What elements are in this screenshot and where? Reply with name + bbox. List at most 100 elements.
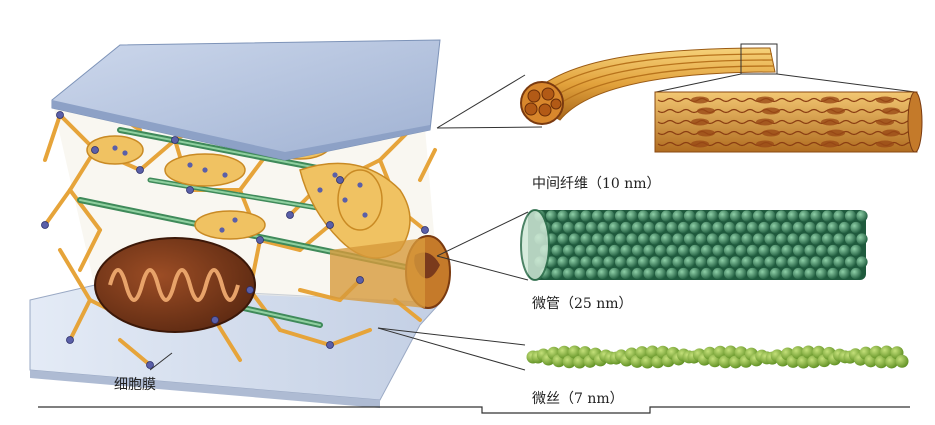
tubulin-bead xyxy=(838,267,851,280)
tubulin-bead xyxy=(660,256,673,268)
label-microtubule: 微管（25 nm） xyxy=(532,296,633,312)
tubulin-bead xyxy=(626,210,638,222)
linker-node xyxy=(421,226,429,234)
actin-bead xyxy=(895,354,909,368)
tubulin-bead xyxy=(626,256,638,268)
tubulin-bead xyxy=(838,244,851,257)
tubulin-bead xyxy=(672,233,684,245)
tubulin-bead xyxy=(741,256,753,268)
tubulin-bead xyxy=(585,267,598,280)
tubulin-bead xyxy=(746,221,759,234)
tubulin-bead xyxy=(672,210,684,222)
tubulin-bead xyxy=(792,267,805,280)
bundle-twist xyxy=(762,107,780,115)
tubulin-bead xyxy=(746,244,759,257)
tubulin-bead xyxy=(764,210,776,222)
actin-bead xyxy=(880,345,894,359)
tubulin-bead xyxy=(752,256,765,268)
tubulin-bead xyxy=(562,221,575,234)
tubulin-bead xyxy=(827,267,839,280)
tubulin-bead xyxy=(758,267,770,280)
tubulin-bead xyxy=(551,221,563,234)
tubulin-bead xyxy=(689,244,701,257)
mitochondrion xyxy=(94,237,256,333)
linker-node xyxy=(326,221,334,229)
tubulin-bead xyxy=(787,210,799,222)
tubulin-bead xyxy=(695,233,707,245)
tubulin-bead xyxy=(580,233,592,245)
tubulin-bead xyxy=(729,233,742,245)
tubulin-bead xyxy=(689,221,701,234)
filament-strand xyxy=(68,188,102,232)
tubulin-bead xyxy=(649,233,661,245)
tubulin-bead xyxy=(574,267,586,280)
tubulin-bead xyxy=(706,233,719,245)
tubulin-bead xyxy=(620,244,632,257)
tubulin-bead xyxy=(735,221,747,234)
bundle-twist xyxy=(827,129,845,137)
tubulin-bead xyxy=(781,244,793,257)
tubulin-bead xyxy=(821,256,834,268)
tubulin-bead xyxy=(700,244,713,257)
tubulin-bead xyxy=(850,267,862,280)
tubulin-bead xyxy=(620,221,632,234)
linker-node xyxy=(256,236,264,244)
tubulin-bead xyxy=(557,233,569,245)
tubulin-bead xyxy=(804,244,816,257)
tubulin-bead xyxy=(683,210,696,222)
linker-node xyxy=(356,276,364,284)
bundle-twist xyxy=(821,140,839,148)
linker-node xyxy=(317,187,323,193)
tubulin-bead xyxy=(683,256,696,268)
linker-node xyxy=(286,211,294,219)
filament-strand xyxy=(43,113,62,162)
tubulin-bead xyxy=(792,244,805,257)
tubulin-bead xyxy=(603,256,615,268)
tubulin-bead xyxy=(838,221,851,234)
tubulin-bead xyxy=(603,210,615,222)
linker-node xyxy=(187,162,193,168)
zoom-box xyxy=(740,43,778,75)
tubulin-bead xyxy=(723,267,736,280)
filament-strand xyxy=(58,248,92,302)
linker-node xyxy=(56,111,64,119)
tubulin-bead xyxy=(614,233,627,245)
tubulin-bead xyxy=(775,210,788,222)
filament-strand xyxy=(78,228,102,272)
filament-strand xyxy=(68,298,92,342)
tubulin-bead xyxy=(775,233,788,245)
label-microfilament: 微丝（7 nm） xyxy=(532,391,624,407)
linker-node xyxy=(342,197,348,203)
cut-filament-bundle xyxy=(330,235,451,309)
tubulin-bead xyxy=(677,244,690,257)
tubulin-bead xyxy=(810,233,822,245)
tubulin-bead xyxy=(608,221,621,234)
tubulin-bead xyxy=(677,221,690,234)
tubulin-bead xyxy=(810,210,822,222)
bundle-twist xyxy=(882,107,900,115)
bundle-twist xyxy=(697,107,715,115)
tubulin-bead xyxy=(856,233,868,245)
tubulin-bead xyxy=(551,267,563,280)
tubulin-bead xyxy=(764,233,776,245)
tubulin-bead xyxy=(718,233,730,245)
tubulin-bead xyxy=(580,210,592,222)
tubulin-bead xyxy=(758,221,770,234)
tubulin-bead xyxy=(833,256,845,268)
label-cell-membrane: 细胞膜 xyxy=(114,377,156,393)
linker-node xyxy=(41,221,49,229)
tubulin-bead xyxy=(568,210,581,222)
actin-bead xyxy=(724,345,738,359)
linker-node xyxy=(219,227,225,233)
tubulin-bead xyxy=(631,267,644,280)
tubulin-bead xyxy=(718,256,730,268)
tubulin-bead xyxy=(729,210,742,222)
actin-bead xyxy=(562,355,576,369)
tubulin-bead xyxy=(643,244,655,257)
tubulin-bead xyxy=(856,256,868,268)
tubulin-bead xyxy=(591,210,604,222)
filament-strand xyxy=(328,328,372,347)
bundle-twist xyxy=(756,140,774,148)
tubulin-bead xyxy=(660,210,673,222)
